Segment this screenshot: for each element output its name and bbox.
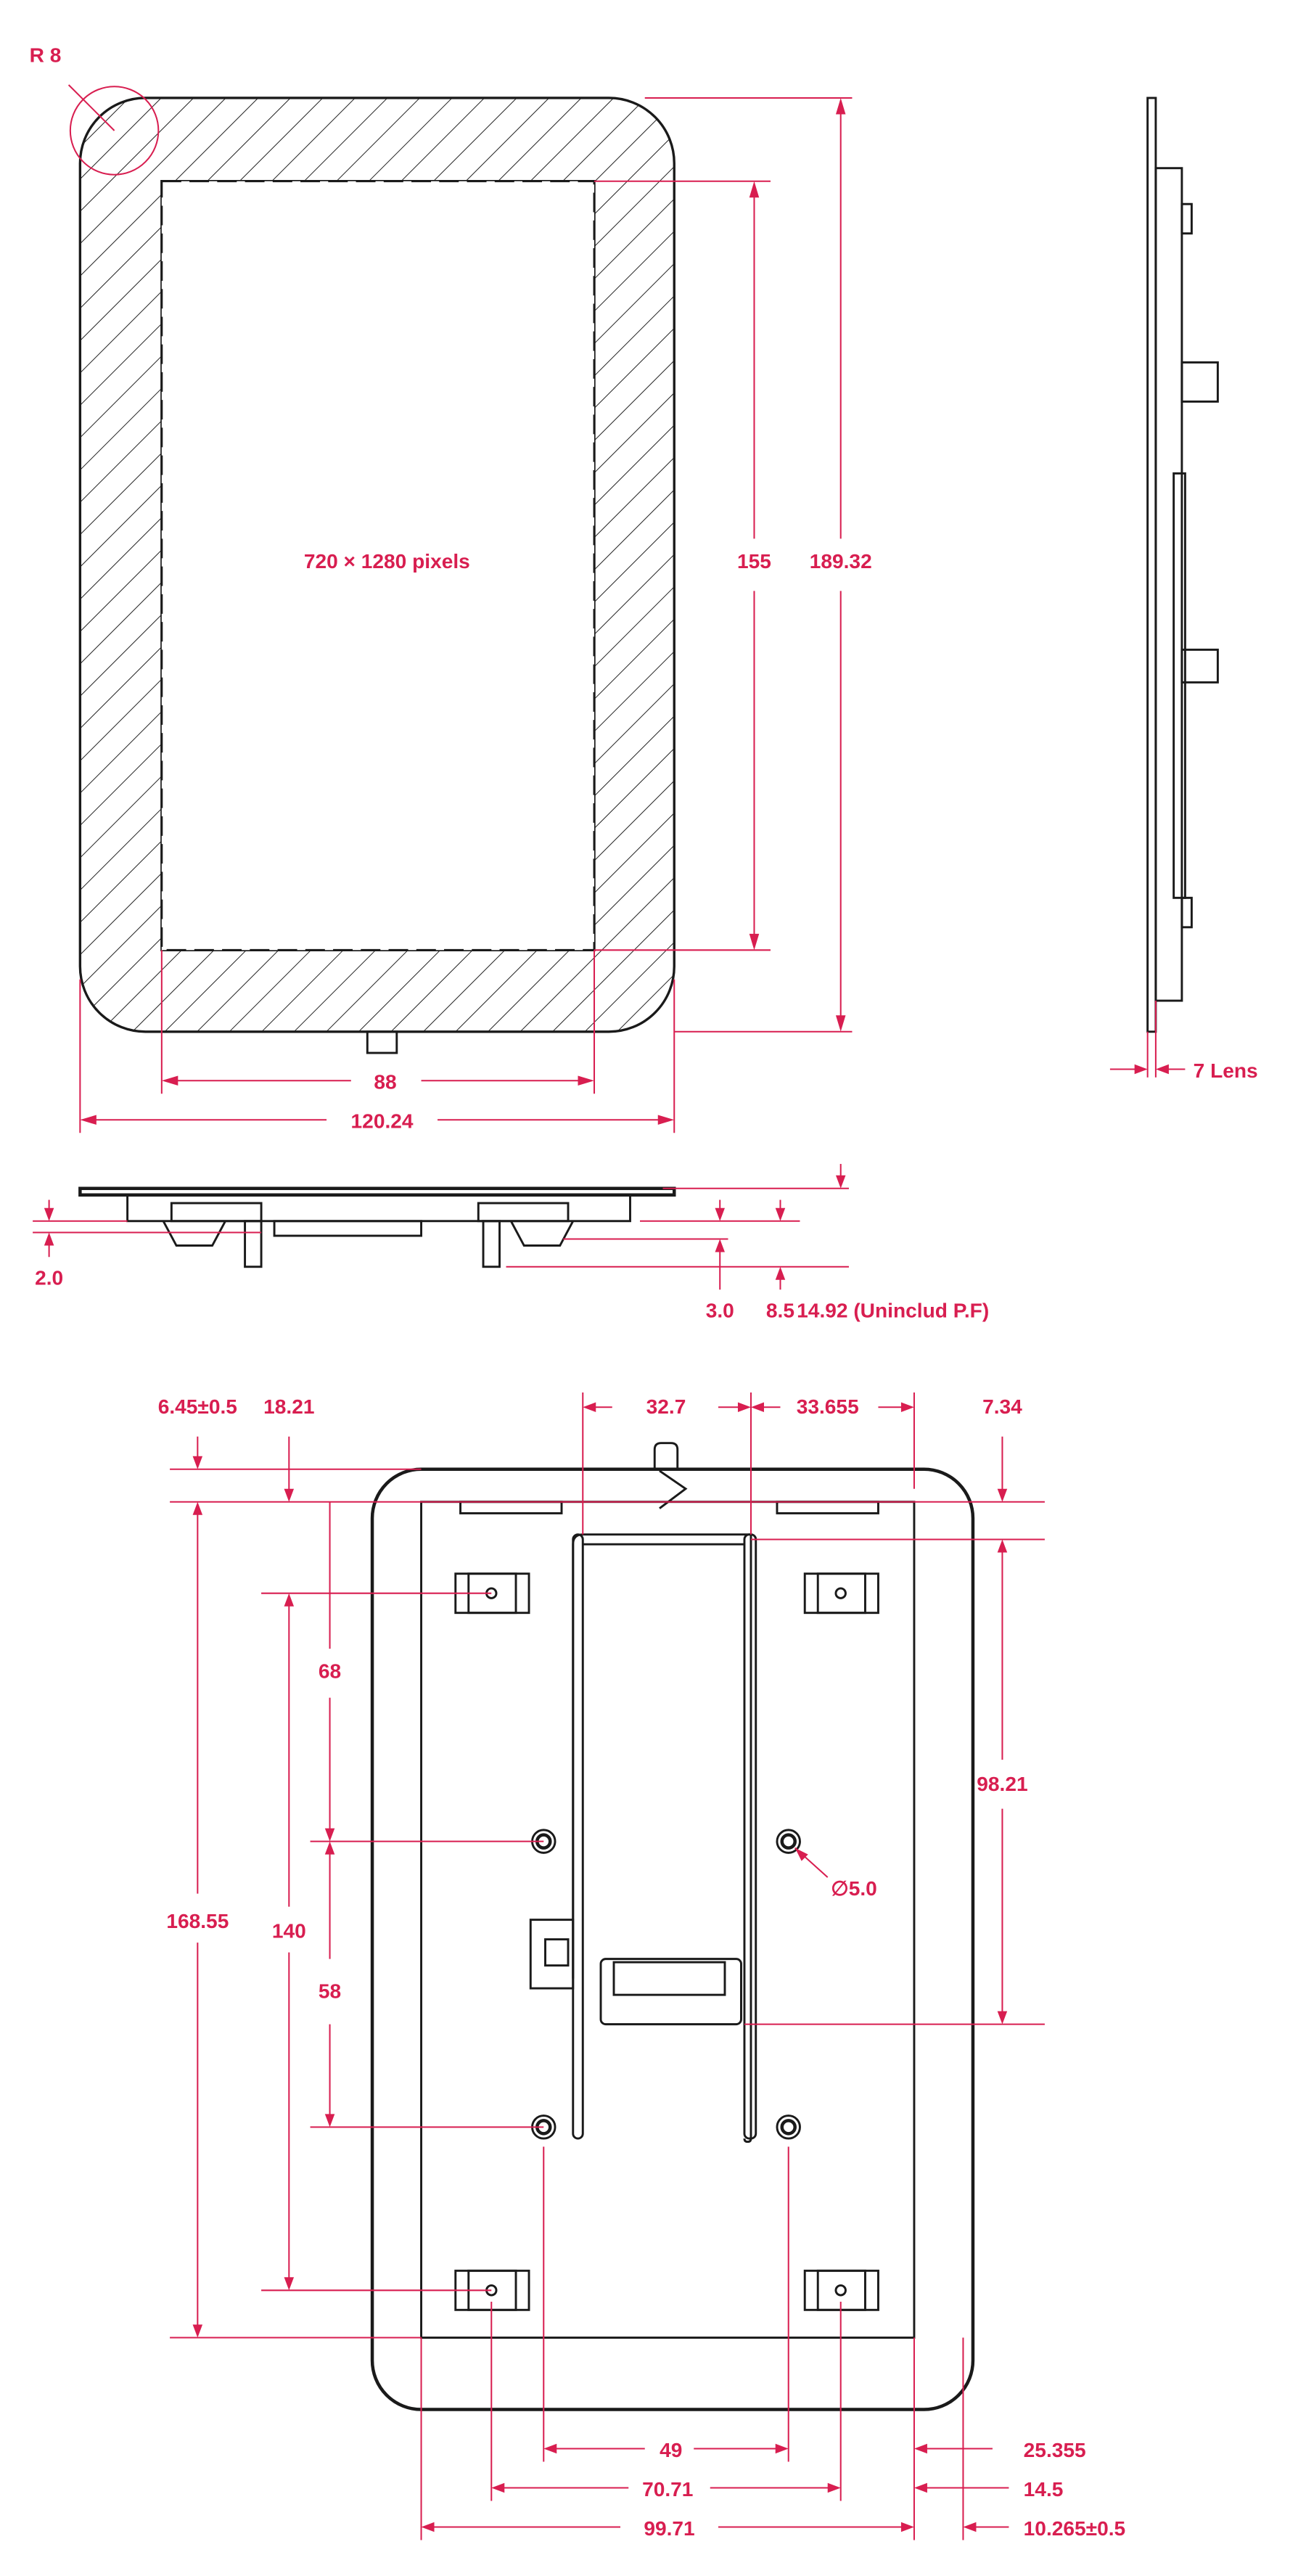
dim-lens: 7 Lens: [1194, 1059, 1258, 1082]
dim-32-7: 32.7: [646, 1395, 686, 1418]
dim-33-655: 33.655: [797, 1395, 859, 1418]
dim-70-71: 70.71: [642, 2478, 693, 2501]
dim-68: 68: [319, 1660, 341, 1683]
dim-18-21: 18.21: [263, 1395, 314, 1418]
dim-active-height: 155: [737, 550, 771, 573]
active-area: [160, 180, 596, 951]
dim-active-width: 88: [374, 1071, 396, 1094]
dim-14-5: 14.5: [1024, 2478, 1064, 2501]
dim-hole-diameter: ∅5.0: [831, 1877, 877, 1900]
front-view: R 8 720 × 1280 pixels 155 189.32 88 120.…: [30, 44, 872, 1133]
bottom-side-view: 2.0 3.0 8.5 14.92 (Uninclud P.F): [33, 1164, 989, 1321]
dim-8-5: 8.5: [766, 1299, 794, 1321]
dim-25-355: 25.355: [1024, 2439, 1086, 2461]
dim-total-thickness: 14.92 (Uninclud P.F): [797, 1299, 989, 1321]
dim-7-34: 7.34: [982, 1395, 1022, 1418]
dim-49: 49: [660, 2439, 682, 2461]
dim-6-45: 6.45±0.5: [158, 1395, 237, 1418]
dim-98-21: 98.21: [977, 1773, 1027, 1795]
dim-3-0: 3.0: [706, 1299, 734, 1321]
mounting-brackets: [454, 1572, 879, 2311]
side-view: 7 Lens: [1109, 97, 1258, 1082]
dim-2-0: 2.0: [35, 1267, 63, 1289]
radius-label: R 8: [30, 44, 62, 66]
dim-168-55: 168.55: [166, 1910, 229, 1932]
dim-outer-height: 189.32: [810, 550, 872, 573]
dim-58: 58: [319, 1980, 341, 2003]
dim-140: 140: [272, 1919, 306, 1942]
dim-99-71: 99.71: [644, 2517, 694, 2540]
dim-10-265: 10.265±0.5: [1024, 2517, 1125, 2540]
active-area-label: 720 × 1280 pixels: [304, 550, 470, 573]
dim-outer-width: 120.24: [351, 1110, 414, 1133]
radius-callout: [69, 86, 160, 176]
fpc-tab: [366, 1030, 398, 1054]
back-view: 6.45±0.5 18.21 32.7 33.655 7.34 68 58 14…: [158, 1392, 1125, 2540]
